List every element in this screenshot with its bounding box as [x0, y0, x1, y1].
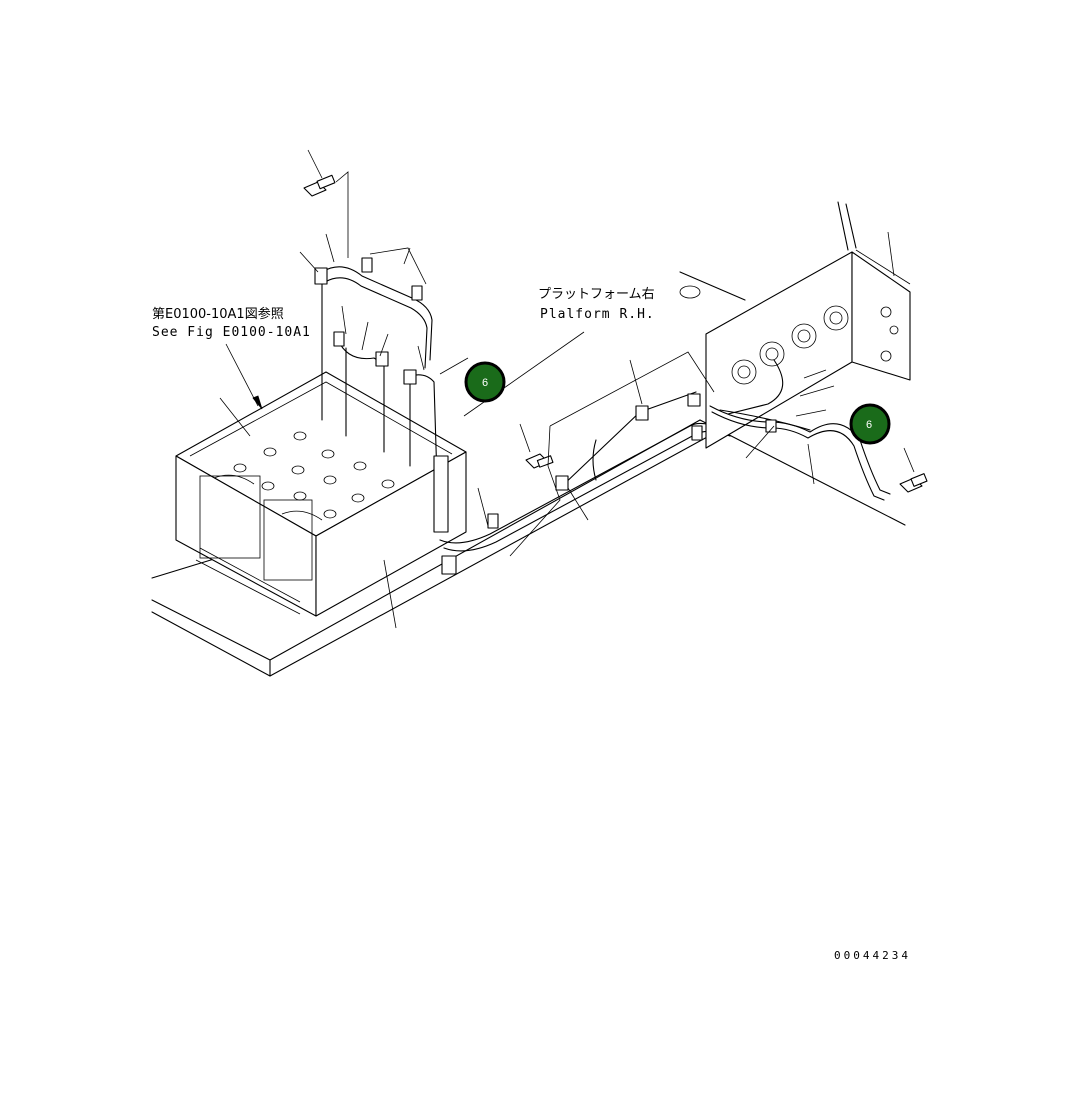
right-cable: [679, 285, 928, 501]
drawing-number: 00044234: [834, 949, 911, 962]
platform-label-en: Plalform R.H.: [540, 307, 655, 322]
callout-bubble-right[interactable]: 6: [849, 403, 891, 445]
callout-circle: [464, 361, 506, 403]
bolt-middle: [525, 453, 554, 469]
callout-circle: [849, 403, 891, 445]
reference-label-jp: 第E0100-10A1図参照: [152, 306, 284, 322]
bolt-top: [303, 174, 336, 197]
platform-label-jp: プラットフォーム右: [538, 287, 655, 302]
callout-number: 6: [866, 419, 872, 431]
reference-label-en: See Fig E0100-10A1: [152, 325, 311, 340]
terminal-panel: [705, 201, 911, 449]
battery-cables: [314, 257, 449, 533]
main-harness: [439, 391, 731, 575]
battery-box: [175, 371, 467, 617]
leader-lines: [219, 149, 915, 629]
callout-number: 6: [482, 377, 488, 389]
callout-bubble-left[interactable]: 6: [464, 361, 506, 403]
platform-base: [151, 271, 906, 677]
